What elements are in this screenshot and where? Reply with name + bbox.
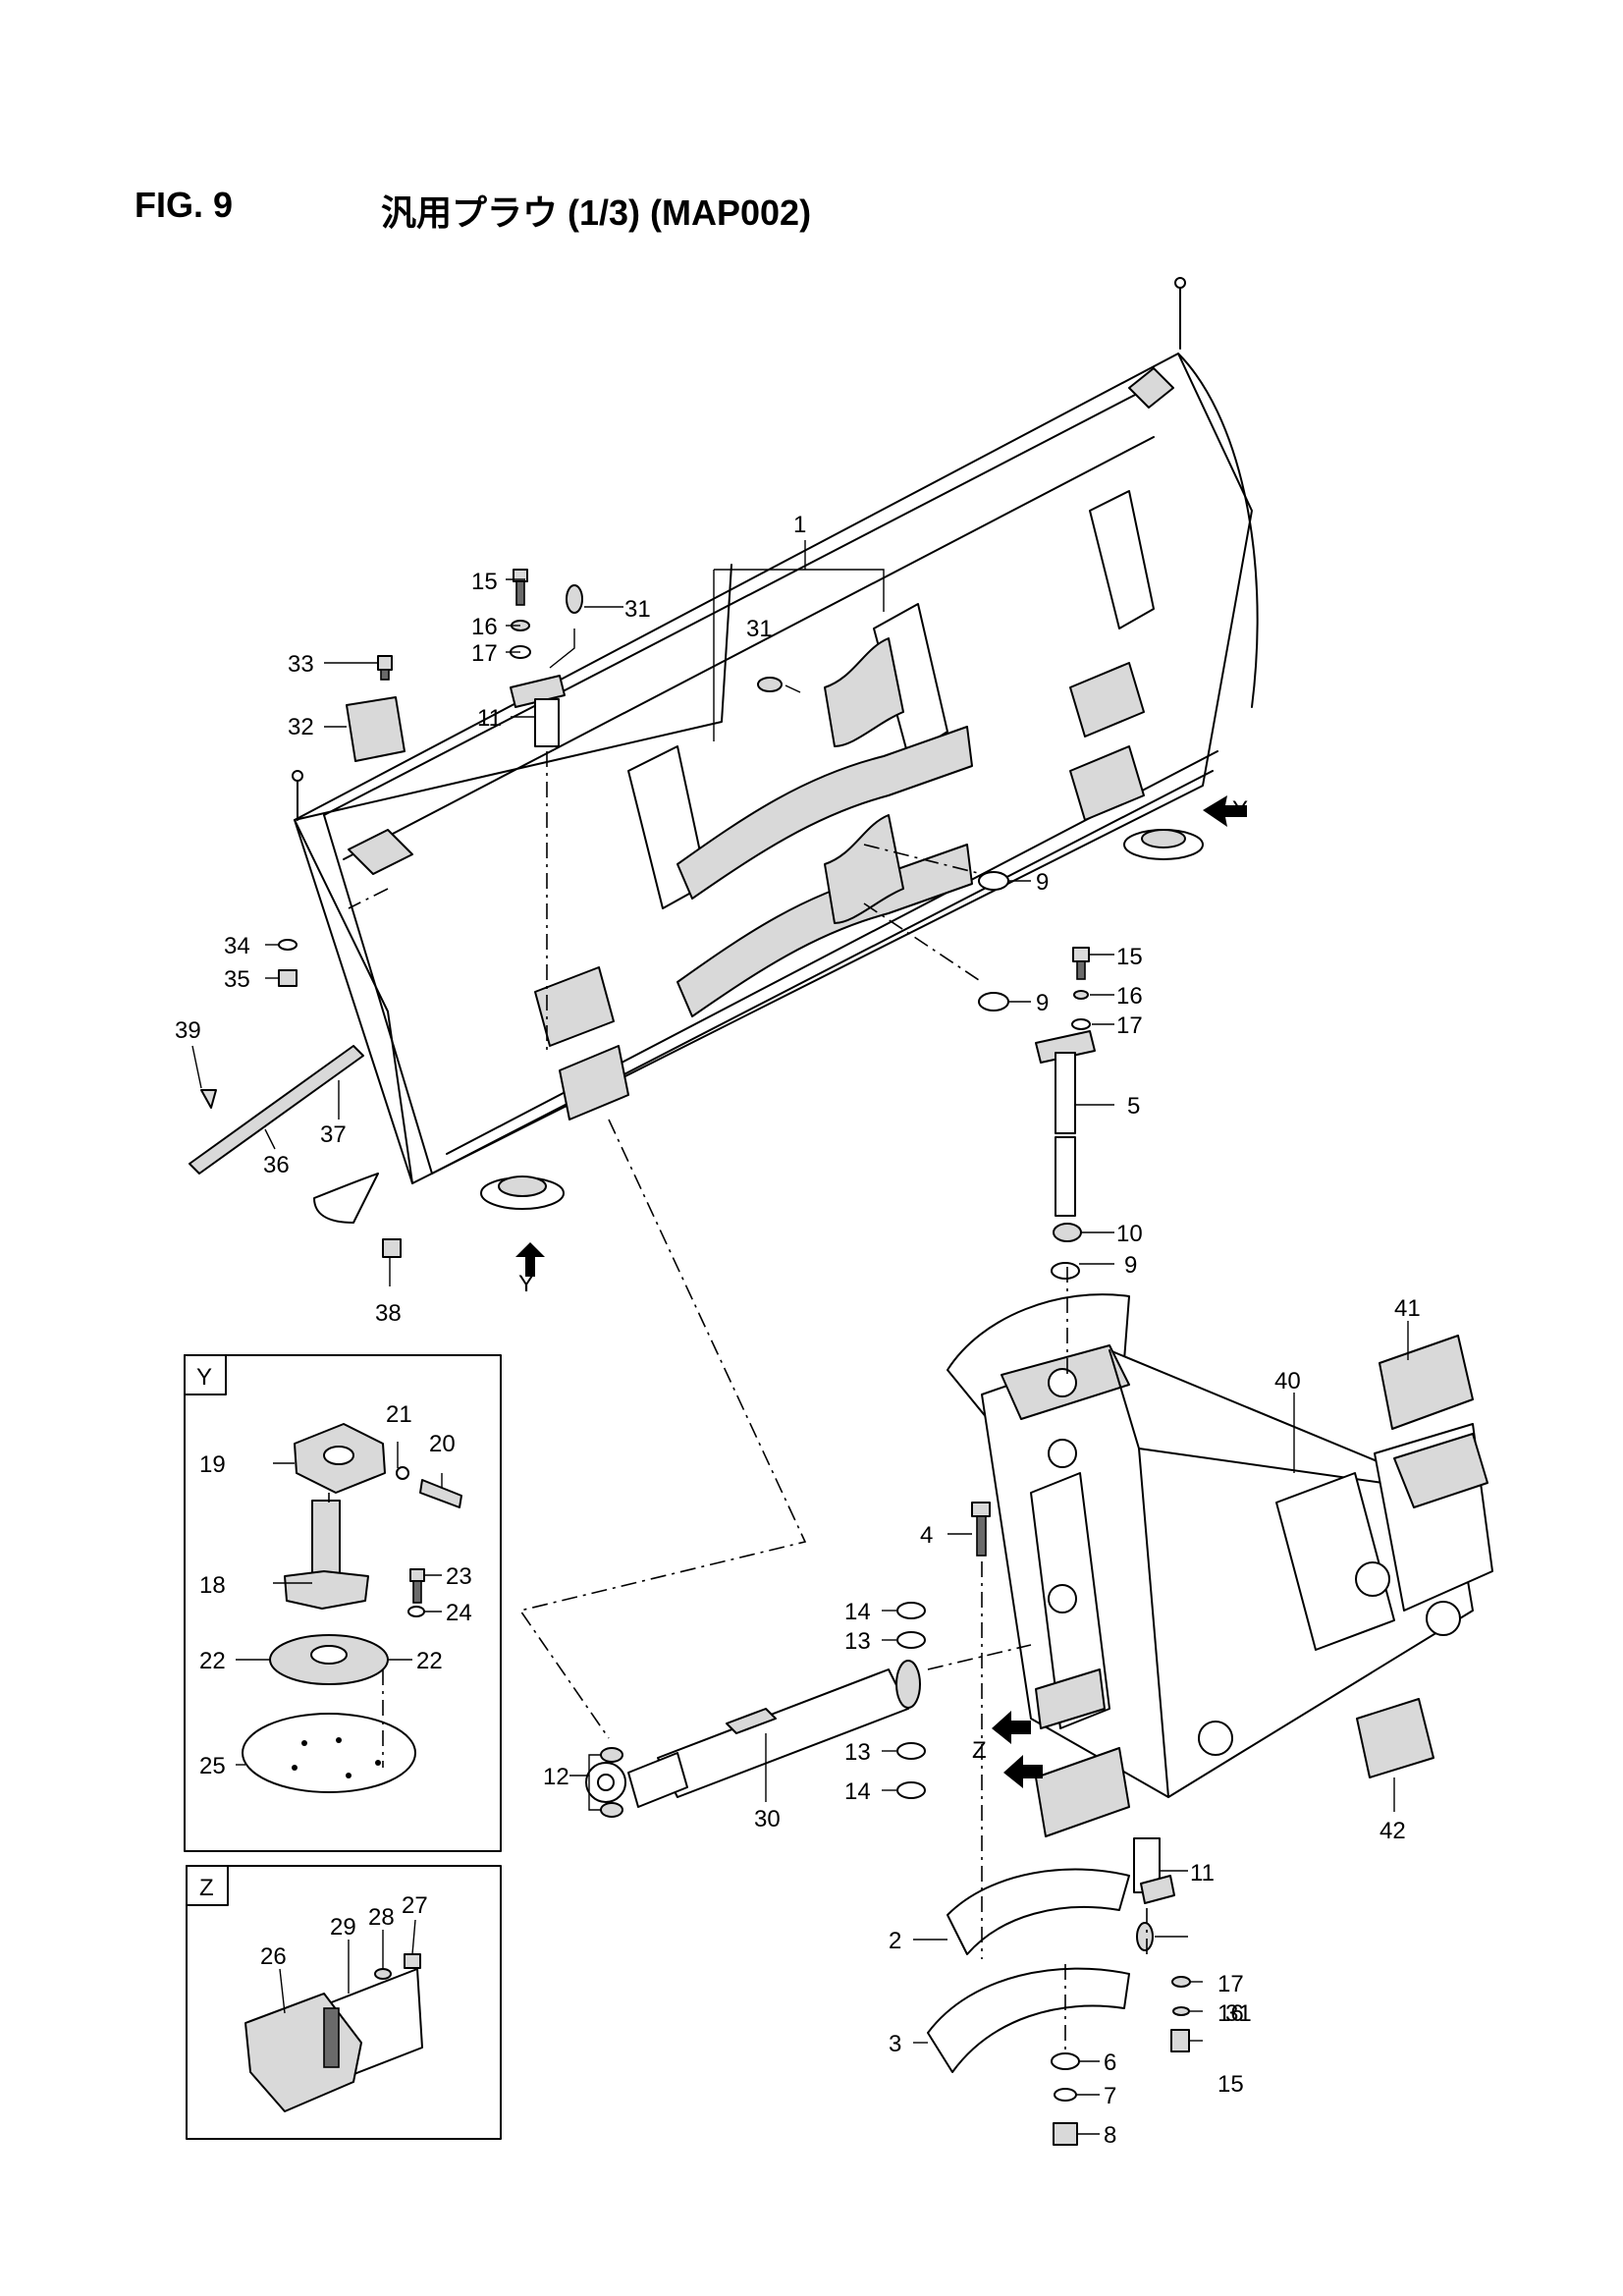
- callout-11: 11: [477, 705, 502, 732]
- callout-42: 42: [1380, 1818, 1406, 1844]
- callout-33: 33: [288, 651, 314, 678]
- view-label-z: Z: [972, 1737, 987, 1764]
- callout-9: 9: [1124, 1252, 1137, 1279]
- inset-z: Z: [186, 1865, 502, 2140]
- callout-9: 9: [1036, 990, 1049, 1016]
- callout-2: 2: [889, 1928, 901, 1954]
- callout-31: 31: [1225, 2000, 1252, 2027]
- callout-31: 31: [746, 616, 773, 642]
- callout-3: 3: [889, 2031, 901, 2057]
- callout-18: 18: [199, 1572, 226, 1599]
- callout-34: 34: [224, 933, 250, 959]
- callout-32: 32: [288, 714, 314, 740]
- callout-23: 23: [446, 1563, 472, 1590]
- view-label-y: Y: [518, 1271, 534, 1297]
- callout-8: 8: [1104, 2122, 1116, 2149]
- callout-15: 15: [471, 569, 498, 595]
- callout-20: 20: [429, 1431, 456, 1457]
- callout-39: 39: [175, 1017, 201, 1044]
- callout-12: 12: [543, 1764, 569, 1790]
- callout-21: 21: [386, 1401, 412, 1428]
- callout-35: 35: [224, 966, 250, 993]
- callout-9: 9: [1036, 869, 1049, 896]
- lift-cylinder: [585, 1660, 921, 1818]
- callout-11: 11: [1190, 1860, 1215, 1886]
- callout-13: 13: [844, 1739, 871, 1766]
- callout-17: 17: [1217, 1971, 1244, 1997]
- callout-19: 19: [199, 1451, 226, 1478]
- callout-15: 15: [1217, 2071, 1244, 2098]
- callout-14: 14: [844, 1599, 871, 1625]
- callout-labels: 1 31 31 31 15 15 15 16 16 16 17 17 17 11…: [175, 512, 1421, 2149]
- callout-5: 5: [1127, 1093, 1140, 1120]
- plow-blade: [189, 277, 1259, 1224]
- callout-17: 17: [1116, 1012, 1143, 1039]
- callout-26: 26: [260, 1943, 287, 1970]
- callout-28: 28: [368, 1904, 395, 1931]
- callout-17: 17: [471, 640, 498, 667]
- callout-22: 22: [416, 1648, 443, 1674]
- callout-14: 14: [844, 1778, 871, 1805]
- callout-29: 29: [330, 1914, 356, 1941]
- callout-37: 37: [320, 1121, 347, 1148]
- inset-z-tag: Z: [199, 1875, 214, 1901]
- callout-16: 16: [471, 614, 498, 640]
- callout-10: 10: [1116, 1221, 1143, 1247]
- callout-7: 7: [1104, 2083, 1116, 2109]
- callout-6: 6: [1104, 2050, 1116, 2076]
- callout-4: 4: [920, 1522, 933, 1549]
- callout-27: 27: [402, 1892, 428, 1919]
- callout-41: 41: [1394, 1295, 1421, 1322]
- callout-40: 40: [1274, 1368, 1301, 1394]
- callout-30: 30: [754, 1806, 781, 1832]
- inset-y: Y: [184, 1354, 502, 1852]
- callout-15: 15: [1116, 944, 1143, 970]
- view-label-y: Y: [1232, 796, 1248, 823]
- hardware-parts: [200, 569, 1191, 2146]
- view-z-arrows: [992, 1711, 1043, 1788]
- callout-38: 38: [375, 1300, 402, 1327]
- callout-36: 36: [263, 1152, 290, 1178]
- callout-16: 16: [1217, 2000, 1244, 2027]
- callout-1: 1: [793, 512, 806, 538]
- callout-16: 16: [1116, 983, 1143, 1010]
- inset-y-tag: Y: [196, 1364, 212, 1391]
- plow-frame: [947, 1293, 1493, 1837]
- callout-31: 31: [624, 596, 651, 623]
- callout-22: 22: [199, 1648, 226, 1674]
- callout-25: 25: [199, 1753, 226, 1779]
- view-y-arrows: [515, 795, 1247, 1277]
- figure-title: 汎用プラウ (1/3) (MAP002): [381, 192, 812, 233]
- leader-lines: [191, 540, 1409, 2135]
- figure-number: FIG. 9: [135, 185, 234, 225]
- callout-24: 24: [446, 1600, 472, 1626]
- callout-13: 13: [844, 1628, 871, 1655]
